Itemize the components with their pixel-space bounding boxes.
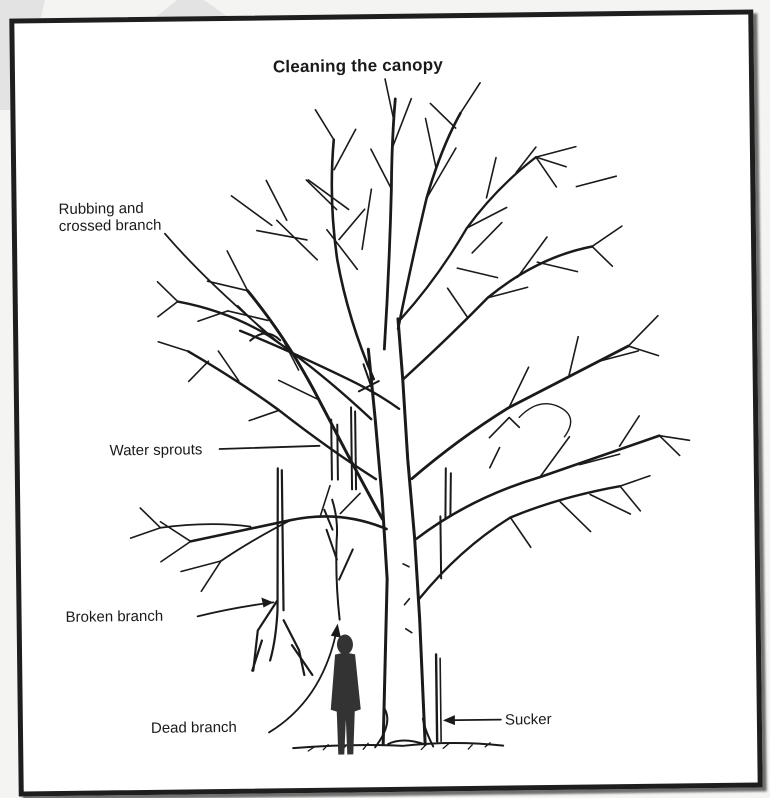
label-rubbing-line2: crossed branch: [59, 216, 209, 235]
diagram-frame: Cleaning the canopy Rubbing and crossed …: [9, 9, 762, 796]
broken-branch: [250, 468, 313, 676]
label-broken-branch: Broken branch: [65, 608, 163, 626]
water-sprouts: [331, 406, 452, 579]
label-sucker: Sucker: [505, 711, 552, 729]
label-water-sprouts: Water sprouts: [109, 441, 202, 459]
diagram-title: Cleaning the canopy: [273, 56, 443, 75]
label-rubbing-crossed-branch: Rubbing and crossed branch: [59, 199, 209, 235]
sucker: [436, 654, 441, 741]
tree-illustration: [14, 15, 757, 792]
person-silhouette: [330, 634, 361, 754]
label-rubbing-line1: Rubbing and: [59, 199, 209, 218]
label-dead-branch: Dead branch: [151, 719, 237, 737]
